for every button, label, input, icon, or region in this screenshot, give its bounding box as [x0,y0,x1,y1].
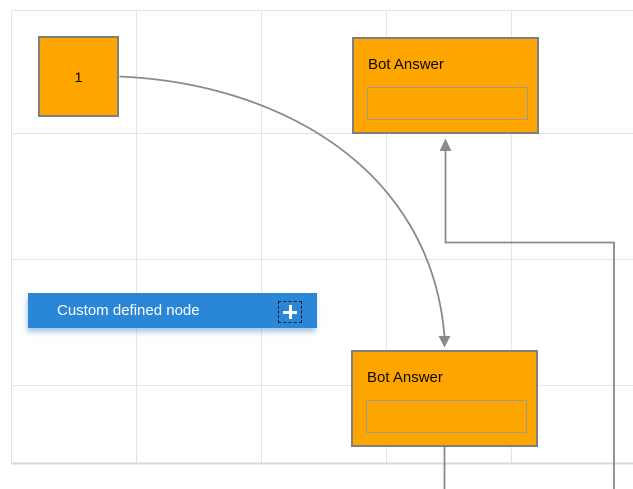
plus-icon [279,302,301,322]
node-start-label: 1 [74,68,83,85]
node-start[interactable]: 1 [38,36,119,117]
add-node-port[interactable] [278,301,302,323]
node-bot-answer-top[interactable]: Bot Answer [352,37,539,134]
bot-answer-input[interactable] [367,87,528,120]
node-bot-answer-bottom[interactable]: Bot Answer [351,350,538,447]
arrowhead-up-icon [439,138,452,151]
node-custom-defined[interactable]: Custom defined node [28,293,317,328]
bot-answer-input[interactable] [366,400,527,433]
connector-bezier-path[interactable] [119,75,446,337]
arrowhead-down-icon [438,336,451,348]
connector-orthogonal-path[interactable] [443,151,615,489]
connector-orthogonal-bottom-to-top[interactable] [439,138,615,489]
bot-answer-title: Bot Answer [367,369,443,386]
connector-bezier-start-to-bottom[interactable] [119,75,451,348]
custom-node-label: Custom defined node [57,302,200,319]
bot-answer-title: Bot Answer [368,56,444,73]
